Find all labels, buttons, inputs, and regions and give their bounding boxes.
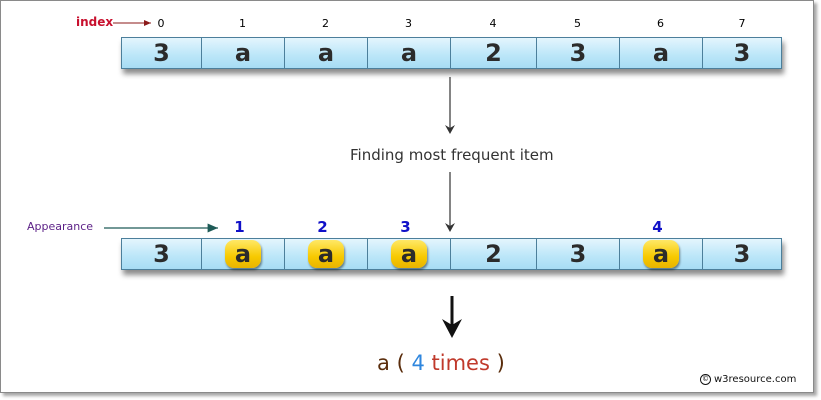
source-cell-7: 3 (702, 37, 782, 69)
index-number-6: 6 (657, 17, 664, 30)
result-close-paren: ) (496, 351, 505, 375)
source-value-6: a (652, 39, 670, 67)
caption: Finding most frequent item (350, 146, 554, 164)
highlighted-cell-5: 3 (536, 238, 619, 270)
highlighted-array: 3 a a a 2 3 a 3 (121, 238, 782, 270)
index-number-7: 7 (738, 17, 746, 30)
source-cell-6: a (619, 37, 702, 69)
source-cell-1: a (201, 37, 284, 69)
highlighted-value-5: 3 (569, 240, 587, 268)
result-count: 4 (411, 351, 425, 375)
source-value-0: 3 (153, 39, 170, 67)
highlighted-cell-0: 3 (121, 238, 201, 270)
index-label: index (76, 15, 114, 29)
down-arrow-2-head (445, 223, 455, 232)
highlighted-value-0: 3 (153, 240, 170, 268)
appearance-number-2: 2 (317, 218, 328, 236)
result-item: a (377, 351, 390, 375)
source-value-1: a (234, 39, 252, 67)
index-number-0: 0 (157, 17, 165, 30)
source-value-4: 2 (485, 39, 502, 67)
watermark-text: w3resource.com (714, 374, 797, 385)
source-cell-2: a (284, 37, 367, 69)
source-value-3: a (400, 39, 418, 67)
source-cell-4: 2 (450, 37, 536, 69)
highlighted-value-4: 2 (485, 240, 502, 268)
source-value-5: 3 (569, 39, 587, 67)
index-number-5: 5 (574, 17, 581, 30)
highlighted-value-6: a (643, 240, 679, 268)
result-times: times (431, 351, 490, 375)
source-cell-3: a (367, 37, 450, 69)
down-arrow-3-head (442, 319, 462, 338)
highlighted-cell-4: 2 (450, 238, 536, 270)
highlighted-cell-3: a (367, 238, 450, 270)
result: a ( 4 times ) (377, 351, 505, 375)
highlighted-value-2: a (308, 240, 344, 268)
source-cell-0: 3 (121, 37, 201, 69)
index-number-1: 1 (239, 17, 246, 30)
highlighted-cell-2: a (284, 238, 367, 270)
diagram-frame: index Appearance 0 1 2 3 4 5 6 7 3 a a a 2 3 a 3 Findi… (0, 0, 814, 393)
down-arrow-1-head (445, 125, 455, 134)
appearance-number-4: 4 (652, 218, 663, 236)
watermark: © w3resource.com (700, 374, 796, 385)
highlighted-cell-7: 3 (702, 238, 782, 270)
appearance-number-3: 3 (400, 218, 411, 236)
appearance-label: Appearance (27, 220, 94, 233)
source-value-7: 3 (733, 39, 751, 67)
source-cell-5: 3 (536, 37, 619, 69)
index-number-4: 4 (489, 17, 497, 30)
appearance-number-1: 1 (234, 218, 245, 236)
highlighted-cell-6: a (619, 238, 702, 270)
source-value-2: a (317, 39, 335, 67)
result-open-paren: ( (396, 351, 405, 375)
highlighted-value-3: a (391, 240, 427, 268)
arrows-layer (104, 20, 462, 338)
highlighted-cell-1: a (201, 238, 284, 270)
copyright-icon: © (700, 374, 711, 385)
index-number-2: 2 (322, 17, 329, 30)
source-array: 3 a a a 2 3 a 3 (121, 37, 782, 69)
highlighted-value-7: 3 (733, 240, 751, 268)
highlighted-value-1: a (225, 240, 261, 268)
index-number-3: 3 (405, 17, 412, 30)
